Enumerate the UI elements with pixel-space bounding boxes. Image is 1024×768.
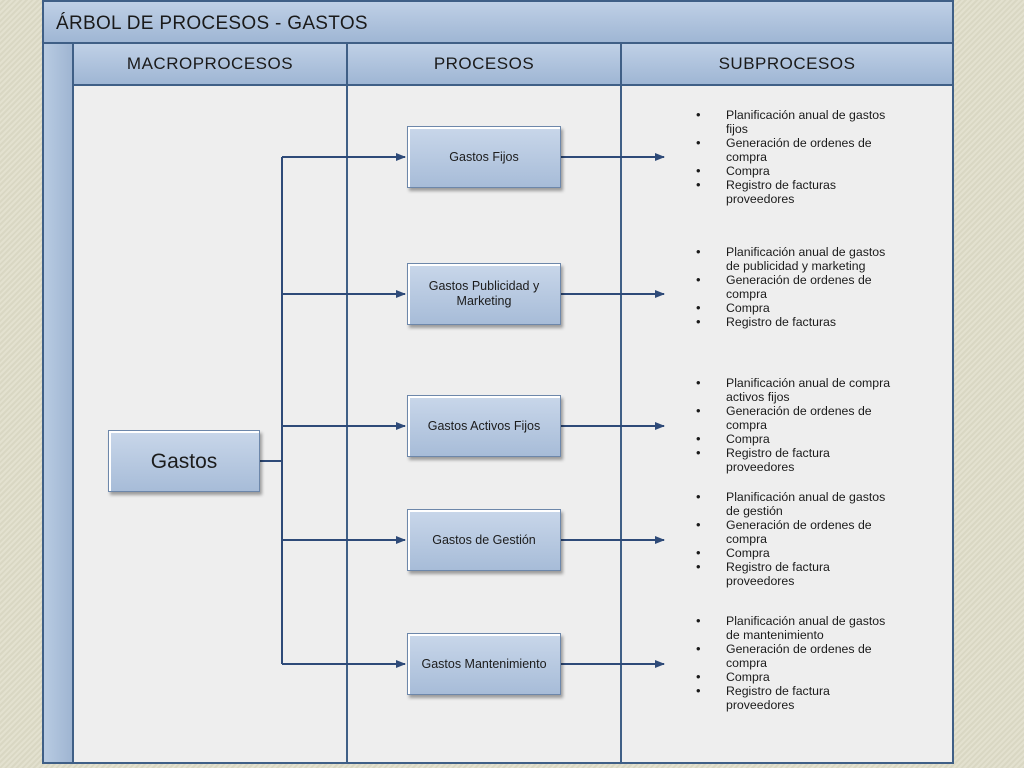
column-header-procesos: PROCESOS <box>348 44 622 86</box>
subproceso-item: Planificación anual de compra activos fi… <box>696 376 896 404</box>
diagram-title: ÁRBOL DE PROCESOS - GASTOS <box>44 2 952 44</box>
connector-arrows <box>260 153 665 668</box>
subproceso-item: Compra <box>696 164 896 178</box>
macroproceso-box-gastos: Gastos <box>108 430 260 492</box>
subprocesos-list-gastos-publicidad-marketing: Planificación anual de gastos de publici… <box>696 245 896 329</box>
subprocesos-list-gastos-mantenimiento: Planificación anual de gastos de manteni… <box>696 614 896 712</box>
subproceso-item: Generación de ordenes de compra <box>696 518 896 546</box>
proceso-box-gastos-publicidad-marketing: Gastos Publicidad y Marketing <box>407 263 561 325</box>
proceso-box-gastos-de-gestion: Gastos de Gestión <box>407 509 561 571</box>
subproceso-item: Registro de facturas <box>696 315 896 329</box>
subproceso-item: Registro de factura proveedores <box>696 684 896 712</box>
subprocesos-list-gastos-fijos: Planificación anual de gastos fijos Gene… <box>696 108 896 206</box>
proceso-box-gastos-mantenimiento: Gastos Mantenimiento <box>407 633 561 695</box>
column-header-macroprocesos: MACROPROCESOS <box>74 44 348 86</box>
subproceso-item: Compra <box>696 546 896 560</box>
column-header-subprocesos: SUBPROCESOS <box>622 44 952 86</box>
subproceso-item: Generación de ordenes de compra <box>696 136 896 164</box>
subproceso-item: Registro de factura proveedores <box>696 560 896 588</box>
subproceso-item: Compra <box>696 670 896 684</box>
subprocesos-list-gastos-activos-fijos: Planificación anual de compra activos fi… <box>696 376 896 474</box>
subprocesos-list-gastos-de-gestion: Planificación anual de gastos de gestión… <box>696 490 896 588</box>
column-divider <box>346 44 348 762</box>
subproceso-item: Planificación anual de gastos fijos <box>696 108 896 136</box>
column-divider <box>620 44 622 762</box>
subproceso-item: Generación de ordenes de compra <box>696 642 896 670</box>
side-strip <box>44 44 74 762</box>
proceso-box-gastos-activos-fijos: Gastos Activos Fijos <box>407 395 561 457</box>
subproceso-item: Planificación anual de gastos de gestión <box>696 490 896 518</box>
subproceso-item: Compra <box>696 432 896 446</box>
subproceso-item: Planificación anual de gastos de publici… <box>696 245 896 273</box>
subproceso-item: Compra <box>696 301 896 315</box>
proceso-box-gastos-fijos: Gastos Fijos <box>407 126 561 188</box>
subproceso-item: Registro de facturas proveedores <box>696 178 896 206</box>
subproceso-item: Generación de ordenes de compra <box>696 404 896 432</box>
subproceso-item: Registro de factura proveedores <box>696 446 896 474</box>
diagram-slide: ÁRBOL DE PROCESOS - GASTOS MACROPROCESOS… <box>42 0 954 764</box>
subproceso-item: Planificación anual de gastos de manteni… <box>696 614 896 642</box>
subproceso-item: Generación de ordenes de compra <box>696 273 896 301</box>
